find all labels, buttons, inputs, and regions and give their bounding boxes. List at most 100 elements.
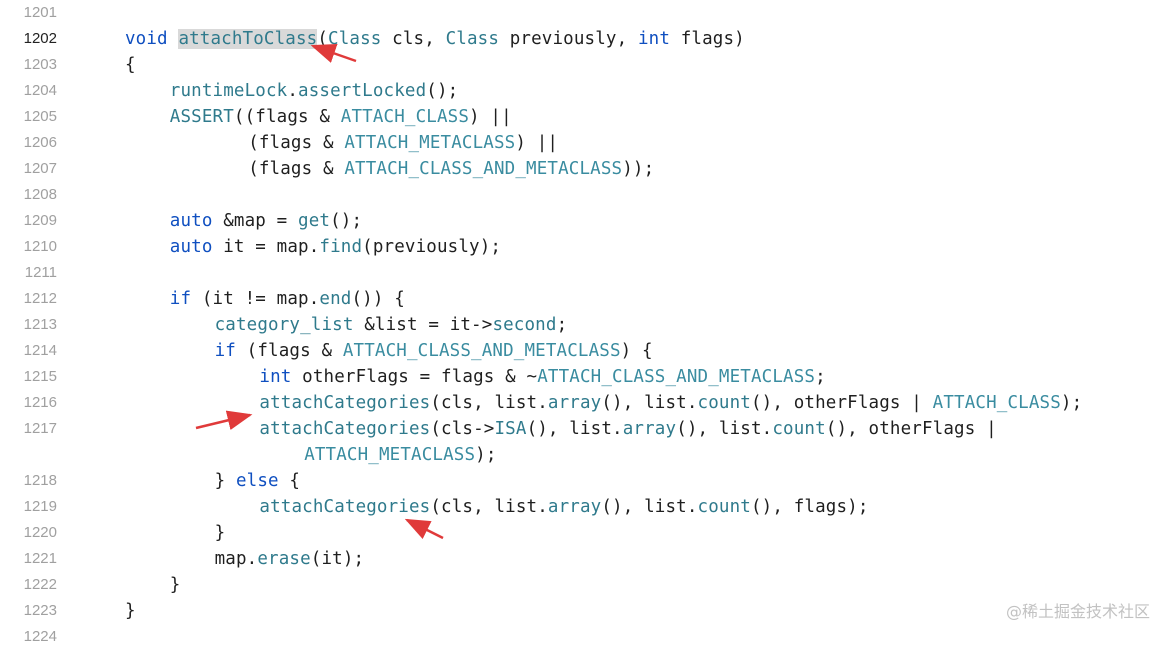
code-token: ATTACH_METACLASS xyxy=(344,133,516,153)
code-token: (), otherFlags | xyxy=(825,419,997,439)
code-token: array xyxy=(622,419,677,439)
code-line[interactable]: ATTACH_METACLASS); xyxy=(0,442,1168,468)
code-line[interactable]: 1206 (flags & ATTACH_METACLASS) || xyxy=(0,130,1168,156)
code-line[interactable]: 1216 attachCategories(cls, list.array(), … xyxy=(0,390,1168,416)
code-text: if (it != map.end()) { xyxy=(170,286,405,312)
code-token: (), list. xyxy=(601,497,698,517)
code-token: } xyxy=(169,575,181,595)
code-token: . xyxy=(287,81,299,101)
code-token: )); xyxy=(622,159,655,179)
line-number: 1223 xyxy=(23,602,57,619)
code-line[interactable]: 1221 map.erase(it); xyxy=(0,546,1168,572)
code-token: (flags & xyxy=(248,133,345,153)
code-line[interactable]: 1224 xyxy=(0,624,1168,650)
code-line[interactable]: 1223} xyxy=(0,598,1168,624)
code-token: (), otherFlags | xyxy=(750,393,933,413)
line-number: 1202 xyxy=(23,30,57,47)
code-token: (); xyxy=(330,211,363,231)
code-token: end xyxy=(319,289,352,309)
line-number: 1210 xyxy=(23,238,57,255)
code-token: otherFlags = flags & ~ xyxy=(291,367,538,387)
code-text: } xyxy=(170,572,181,598)
code-token: (it); xyxy=(310,549,365,569)
code-token: find xyxy=(319,237,363,257)
code-text: void attachToClass(Class cls, Class prev… xyxy=(125,26,745,52)
line-number: 1206 xyxy=(23,134,57,151)
code-token: (cls, list. xyxy=(430,497,548,517)
code-token: Class xyxy=(445,29,500,49)
code-token: ((flags & xyxy=(233,107,341,127)
code-token: ) || xyxy=(515,133,559,153)
code-token: &map = xyxy=(212,211,299,231)
line-number: 1219 xyxy=(23,498,57,515)
code-text: auto &map = get(); xyxy=(170,208,362,234)
code-token: ATTACH_CLASS xyxy=(340,107,470,127)
code-token: ATTACH_CLASS_AND_METACLASS xyxy=(342,341,621,361)
code-token: (), flags); xyxy=(750,497,869,517)
code-text: attachCategories(cls, list.array(), list… xyxy=(259,390,1082,416)
code-token: if xyxy=(214,341,236,361)
code-token: ; xyxy=(556,315,568,335)
code-token: second xyxy=(492,315,557,335)
code-token: (), list. xyxy=(676,419,773,439)
code-text: (flags & ATTACH_CLASS_AND_METACLASS)); xyxy=(248,156,654,182)
code-token: ; xyxy=(815,367,826,387)
code-token: } xyxy=(125,601,136,621)
line-number: 1218 xyxy=(23,472,57,489)
code-token: erase xyxy=(257,549,311,569)
code-token: (flags & xyxy=(235,341,343,361)
code-line[interactable]: 1218} else { xyxy=(0,468,1168,494)
code-line[interactable]: 1222} xyxy=(0,572,1168,598)
line-number: 1221 xyxy=(23,550,57,567)
code-token: (cls, list. xyxy=(430,393,548,413)
code-text: if (flags & ATTACH_CLASS_AND_METACLASS) … xyxy=(215,338,653,364)
code-token: void xyxy=(125,29,168,49)
line-number: 1201 xyxy=(23,4,57,21)
code-token: attachCategories xyxy=(259,393,431,413)
code-token: ISA xyxy=(494,419,527,439)
code-line[interactable]: 1207(flags & ATTACH_CLASS_AND_METACLASS)… xyxy=(0,156,1168,182)
line-number: 1216 xyxy=(23,394,57,411)
code-text: } xyxy=(215,520,226,546)
code-token: previously, xyxy=(499,29,638,49)
code-token: (), list. xyxy=(526,419,623,439)
code-line[interactable]: 1208 xyxy=(0,182,1168,208)
code-line[interactable]: 1211 xyxy=(0,260,1168,286)
line-number: 1222 xyxy=(23,576,57,593)
line-number: 1205 xyxy=(23,108,57,125)
code-token: ); xyxy=(1060,393,1083,413)
code-token: array xyxy=(547,497,602,517)
code-token: get xyxy=(298,211,331,231)
code-token: auto xyxy=(169,211,213,231)
code-text: int otherFlags = flags & ~ATTACH_CLASS_A… xyxy=(259,364,825,390)
code-token: ATTACH_CLASS xyxy=(932,393,1061,413)
code-token: ATTACH_CLASS_AND_METACLASS xyxy=(537,367,816,387)
code-line[interactable]: 1203{ xyxy=(0,52,1168,78)
code-text: map.erase(it); xyxy=(215,546,365,572)
code-text: } xyxy=(125,598,136,624)
line-number: 1208 xyxy=(23,186,57,203)
code-token: count xyxy=(697,497,751,517)
code-token: ATTACH_METACLASS xyxy=(304,445,476,465)
code-line[interactable]: 1202 void attachToClass(Class cls, Class … xyxy=(0,26,1168,52)
code-token xyxy=(168,29,179,49)
code-token: { xyxy=(125,55,136,75)
code-token: } xyxy=(214,523,226,543)
code-token: ); xyxy=(475,445,497,465)
code-line[interactable]: 1220} xyxy=(0,520,1168,546)
code-token: ) || xyxy=(469,107,512,127)
line-number: 1220 xyxy=(23,524,57,541)
code-token: it = map. xyxy=(212,237,320,257)
code-line[interactable]: 1201 xyxy=(0,0,1168,26)
